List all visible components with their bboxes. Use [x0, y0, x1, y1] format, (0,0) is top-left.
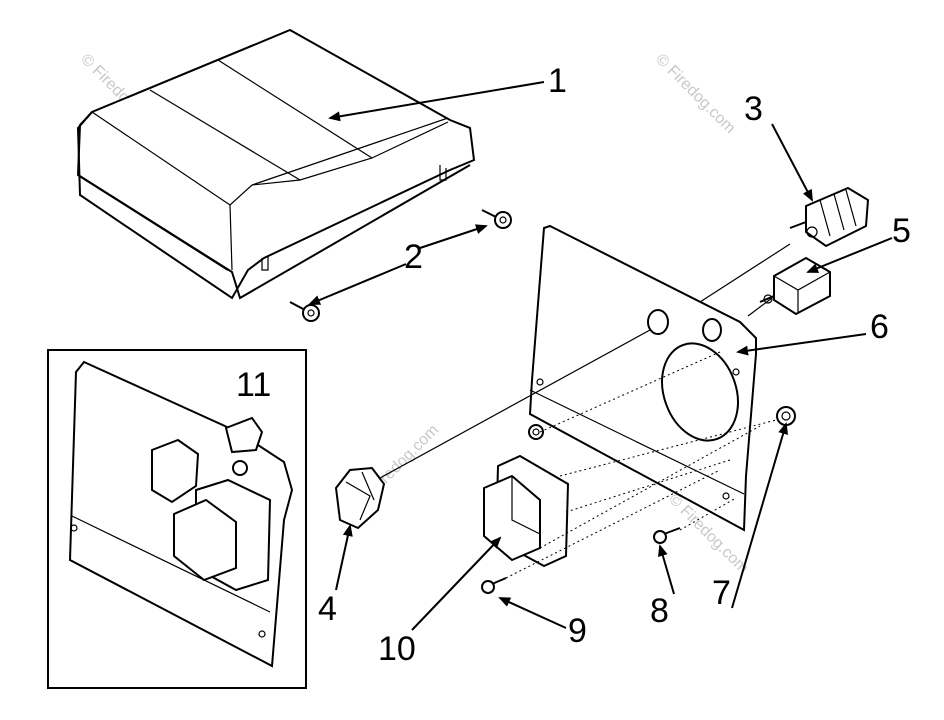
callout-9: 9 [568, 612, 587, 650]
callout-8: 8 [650, 592, 669, 630]
part-9-screw [481, 577, 507, 594]
alignment-lines [379, 243, 791, 579]
part-2-screws [289, 209, 512, 322]
callout-10: 10 [378, 630, 416, 668]
part-8-screw [653, 527, 681, 544]
callout-3: 3 [744, 90, 763, 128]
leader-2a [419, 224, 488, 249]
callout-4: 4 [318, 590, 337, 628]
leader-7 [731, 422, 788, 609]
part-1-cover [76, 28, 476, 300]
leader-4 [335, 524, 353, 591]
leader-2b [308, 263, 407, 305]
callout-5: 5 [892, 212, 911, 250]
leader-9 [498, 597, 567, 629]
leader-1 [328, 81, 545, 122]
leader-8 [658, 544, 675, 595]
part-10-receptacle [483, 454, 570, 568]
leader-6 [736, 333, 867, 356]
leader-5 [806, 237, 893, 273]
callout-1: 1 [548, 62, 567, 100]
part-7-nut-left [528, 424, 544, 440]
part-7-nut [776, 406, 796, 426]
part-4-knob [334, 466, 386, 530]
watermark-2: © Firedog.com [652, 51, 738, 137]
callout-labels: 1 2 3 5 6 11 4 10 9 8 7 [236, 62, 911, 668]
leader-lines [308, 81, 893, 631]
part-3-rotary-switch [789, 186, 870, 248]
callout-7: 7 [712, 574, 731, 612]
part-6-panel [528, 224, 757, 532]
callout-11: 11 [236, 366, 271, 404]
callout-2: 2 [404, 238, 423, 276]
leader-10 [411, 536, 502, 631]
callout-6: 6 [870, 308, 889, 346]
inset-assembly-11 [47, 349, 307, 689]
leader-3 [771, 123, 813, 202]
